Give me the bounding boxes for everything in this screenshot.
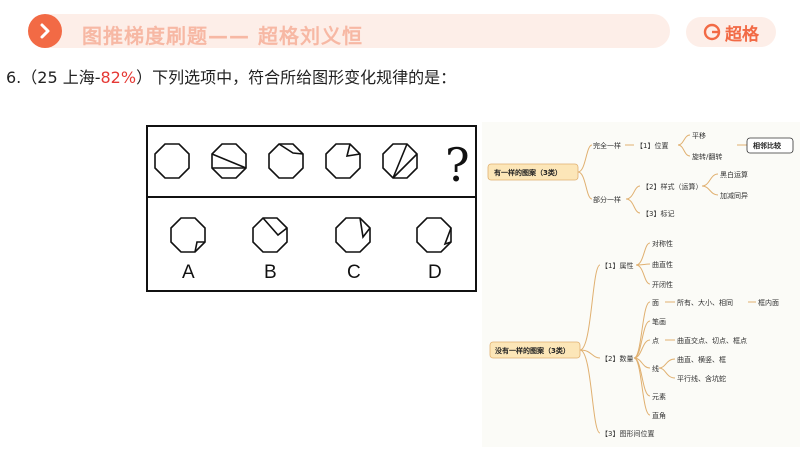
chevron-right-icon (28, 14, 62, 48)
brand-name: 超格 (725, 24, 759, 45)
mindmap-bw: 黑白运算 (720, 170, 748, 179)
question-number: 6. (6, 68, 22, 87)
mind-map: 有一样的图案（3类） 没有一样的图案（3类） 相邻比较 完全一样 【1】位置 平… (482, 122, 800, 447)
question-source-end: ） (136, 68, 153, 87)
puzzle-figure: ? A B C D (146, 125, 477, 292)
mindmap-diff-root: 没有一样的图案（3类） (495, 346, 570, 355)
mindmap-style: 【2】样式（运算） (642, 182, 702, 191)
header-bar (30, 14, 670, 48)
mindmap-mark: 【3】标记 (642, 209, 674, 218)
mindmap-line-detail-2: 平行线、含坑蛇 (677, 374, 726, 383)
mindmap-point: 点 (652, 337, 659, 345)
stem-figure-1 (154, 143, 190, 179)
stem-figure-4 (325, 143, 361, 179)
mindmap-line: 线 (652, 364, 659, 373)
page-title: 图推梯度刷题—— 超格刘义恒 (82, 24, 363, 48)
mindmap-position: 【1】位置 (636, 141, 668, 150)
mindmap-strokes: 笔画 (652, 317, 666, 326)
mindmap-full-same: 完全一样 (593, 141, 621, 150)
option-label-d[interactable]: D (428, 262, 442, 283)
mindmap-translate: 平移 (692, 131, 706, 140)
mindmap-rotate: 旋转/翻转 (692, 152, 722, 161)
mindmap-line-detail-1: 曲直、横竖、框 (677, 355, 726, 364)
mindmap-quantity: 【2】数量 (601, 354, 633, 363)
option-figure-d[interactable] (416, 217, 452, 253)
mindmap-symmetry: 对称性 (652, 239, 673, 248)
mindmap-element: 元素 (652, 392, 666, 401)
question-body: 下列选项中，符合所给图形变化规律的是： (152, 68, 457, 87)
option-label-c[interactable]: C (347, 262, 361, 283)
option-figure-a[interactable] (170, 217, 206, 253)
stem-figure-2 (211, 143, 247, 179)
mindmap-face: 面 (652, 299, 659, 307)
brand-badge: 超格 (686, 17, 776, 47)
option-label-a[interactable]: A (182, 262, 195, 283)
option-label-b[interactable]: B (264, 262, 277, 283)
mindmap-face-detail: 所有、大小、相同 (677, 298, 733, 307)
question-text: 6.（25 上海-82%）下列选项中，符合所给图形变化规律的是： (6, 64, 456, 88)
mindmap-point-detail: 曲直交点、切点、框点 (677, 336, 747, 345)
mindmap-same-root: 有一样的图案（3类） (494, 168, 562, 177)
question-mark: ? (445, 138, 470, 192)
accuracy-rate: 82% (100, 68, 137, 87)
mindmap-open: 开闭性 (652, 280, 673, 289)
mindmap-partial-same: 部分一样 (593, 195, 621, 204)
option-figure-c[interactable] (335, 217, 371, 253)
mindmap-frame-inner: 框内面 (758, 298, 779, 307)
question-source: （25 上海- (21, 68, 101, 87)
stem-figure-3 (268, 143, 304, 179)
mindmap-attribute: 【1】属性 (601, 261, 633, 270)
mindmap-adjacent: 相邻比较 (753, 141, 782, 150)
option-figure-b[interactable] (252, 217, 288, 253)
mindmap-curve: 曲直性 (652, 260, 673, 269)
g-logo-icon (703, 23, 721, 41)
mindmap-right-angle: 直角 (652, 411, 666, 420)
mindmap-add-sub: 加减同异 (720, 191, 748, 200)
stem-figure-5 (382, 143, 418, 179)
mindmap-relation: 【3】图形间位置 (601, 429, 654, 438)
